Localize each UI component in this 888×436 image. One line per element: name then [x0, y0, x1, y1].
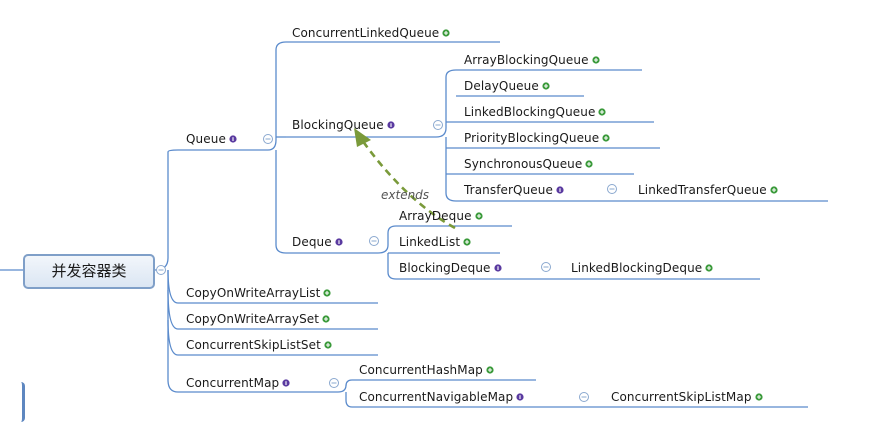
node-delayqueue[interactable]: DelayQueue: [464, 79, 539, 93]
sidebar-edge: [0, 382, 25, 422]
deque-branch: [377, 225, 397, 280]
trunk-to-cowas: [167, 289, 179, 330]
node-blockingqueue[interactable]: BlockingQueue: [292, 118, 384, 132]
node-concurrentmap[interactable]: ConcurrentMap: [186, 376, 280, 390]
node-copyonwritearrayset[interactable]: CopyOnWriteArraySet: [186, 312, 320, 326]
node-linkedblockingqueue[interactable]: LinkedBlockingQueue: [464, 105, 596, 119]
node-concurrentnavigablemap[interactable]: ConcurrentNavigableMap: [359, 390, 514, 404]
node-arrayblockingqueue[interactable]: ArrayBlockingQueue: [464, 53, 589, 67]
node-concurrenthashmap[interactable]: ConcurrentHashMap: [359, 363, 483, 377]
extends-arrow: [354, 128, 456, 230]
node-synchronousqueue[interactable]: SynchronousQueue: [464, 157, 583, 171]
trunk-to-cowal: [167, 269, 179, 304]
node-deque[interactable]: Deque: [292, 235, 332, 249]
root-node[interactable]: 并发容器类: [23, 254, 155, 289]
node-concurrentlinkedqueue[interactable]: ConcurrentLinkedQueue: [292, 26, 440, 40]
node-linkedtransferqueue[interactable]: LinkedTransferQueue: [638, 183, 767, 197]
node-blockingdeque[interactable]: BlockingDeque: [399, 261, 491, 275]
node-linkedblockingdeque[interactable]: LinkedBlockingDeque: [571, 261, 703, 275]
node-transferqueue[interactable]: TransferQueue: [464, 183, 553, 197]
node-queue[interactable]: Queue: [186, 132, 226, 146]
node-copyonwritearraylist[interactable]: CopyOnWriteArrayList: [186, 286, 321, 300]
queue-branch: [267, 41, 287, 254]
node-arraydeque[interactable]: ArrayDeque: [399, 209, 472, 223]
node-priorityblockingqueue[interactable]: PriorityBlockingQueue: [464, 131, 600, 145]
node-concurrentskiplistset[interactable]: ConcurrentSkipListSet: [186, 338, 321, 352]
cmap-branch: [337, 379, 353, 408]
node-linkedlist[interactable]: LinkedList: [399, 235, 461, 249]
bq-branch: [435, 69, 457, 202]
node-concurrentskiplistmap[interactable]: ConcurrentSkipListMap: [611, 390, 752, 404]
trunk-to-cssls: [167, 319, 179, 356]
extends-label: extends: [381, 188, 430, 202]
